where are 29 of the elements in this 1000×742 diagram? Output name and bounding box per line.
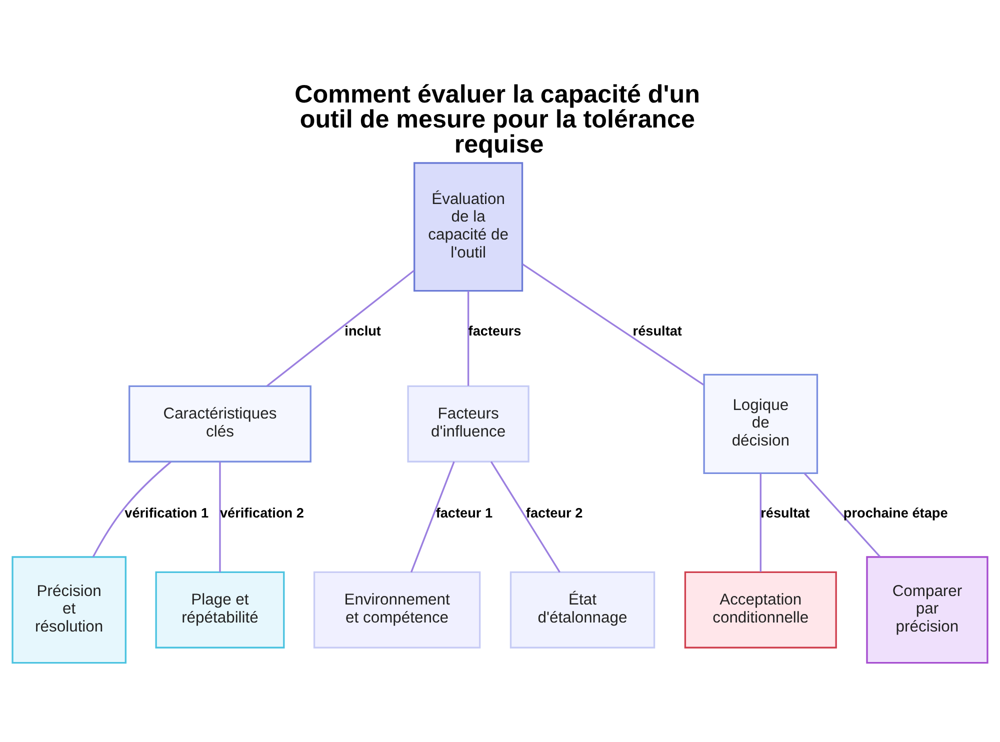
connector [467,290,470,386]
edge-label: vérification 2 [220,506,304,521]
node-box: Acceptation conditionnelle [684,571,837,648]
edge-label: prochaine étape [843,506,948,521]
connector [522,263,704,386]
connector [92,461,172,558]
connector [804,472,881,558]
edge-label: facteurs [468,323,522,338]
node-box: Précision et résolution [12,556,127,664]
connector [219,462,221,572]
node-box: Caractéristiques clés [128,385,312,462]
connector [760,473,762,572]
node-box: Environnement et compétence [313,571,481,648]
edge-label: facteur 2 [526,506,583,521]
connector [266,270,415,387]
node-box: Comparer par précision [866,556,988,664]
node-box: Facteurs d'influence [407,385,530,462]
node-box: Évaluation de la capacité de l'outil [414,162,524,292]
connector [490,461,560,573]
node-box: Plage et répétabilité [155,571,285,648]
edge-label: résultat [760,506,810,521]
diagram-title: Comment évaluer la capacité d'un outil de mesure pour la tolérance requise [294,80,700,159]
node-box: État d'étalonnage [510,571,656,648]
edge-label: vérification 1 [124,506,209,521]
edge-label: facteur 1 [436,506,493,521]
node-box: Logique de décision [703,374,818,474]
connector [410,461,455,572]
edge-label: résultat [632,323,682,338]
edge-label: inclut [344,323,381,338]
